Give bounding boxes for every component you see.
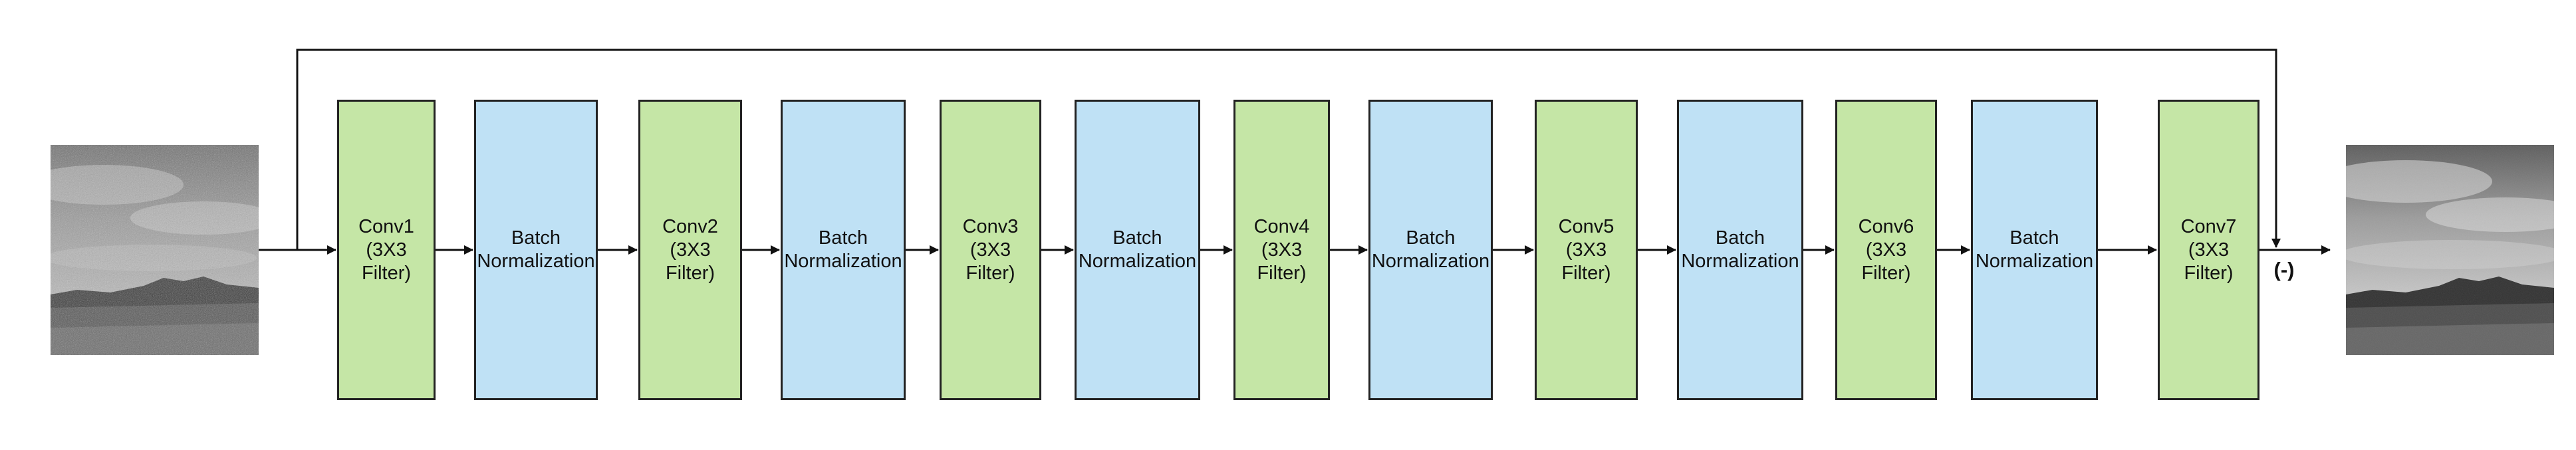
conv3-block: Conv3 (3X3 Filter) [940,100,1041,400]
subtract-label: (-) [2273,258,2295,281]
denoised-landscape-photo-icon [2346,145,2554,355]
batch-norm-block-4: Batch Normalization [1368,100,1493,400]
conv1-block: Conv1 (3X3 Filter) [337,100,436,400]
input-image [51,145,259,355]
batch-norm-block-2: Batch Normalization [781,100,906,400]
conv4-block: Conv4 (3X3 Filter) [1233,100,1330,400]
noisy-landscape-photo-icon [51,145,259,355]
skip-connection-line [296,49,2281,250]
batch-norm-block-5: Batch Normalization [1677,100,1803,400]
batch-norm-block-3: Batch Normalization [1075,100,1200,400]
batch-norm-block-6: Batch Normalization [1971,100,2098,400]
conv7-block: Conv7 (3X3 Filter) [2158,100,2259,400]
conv2-block: Conv2 (3X3 Filter) [638,100,742,400]
conv5-block: Conv5 (3X3 Filter) [1535,100,1638,400]
batch-norm-block-1: Batch Normalization [474,100,598,400]
conv6-block: Conv6 (3X3 Filter) [1835,100,1937,400]
output-image [2346,145,2554,355]
